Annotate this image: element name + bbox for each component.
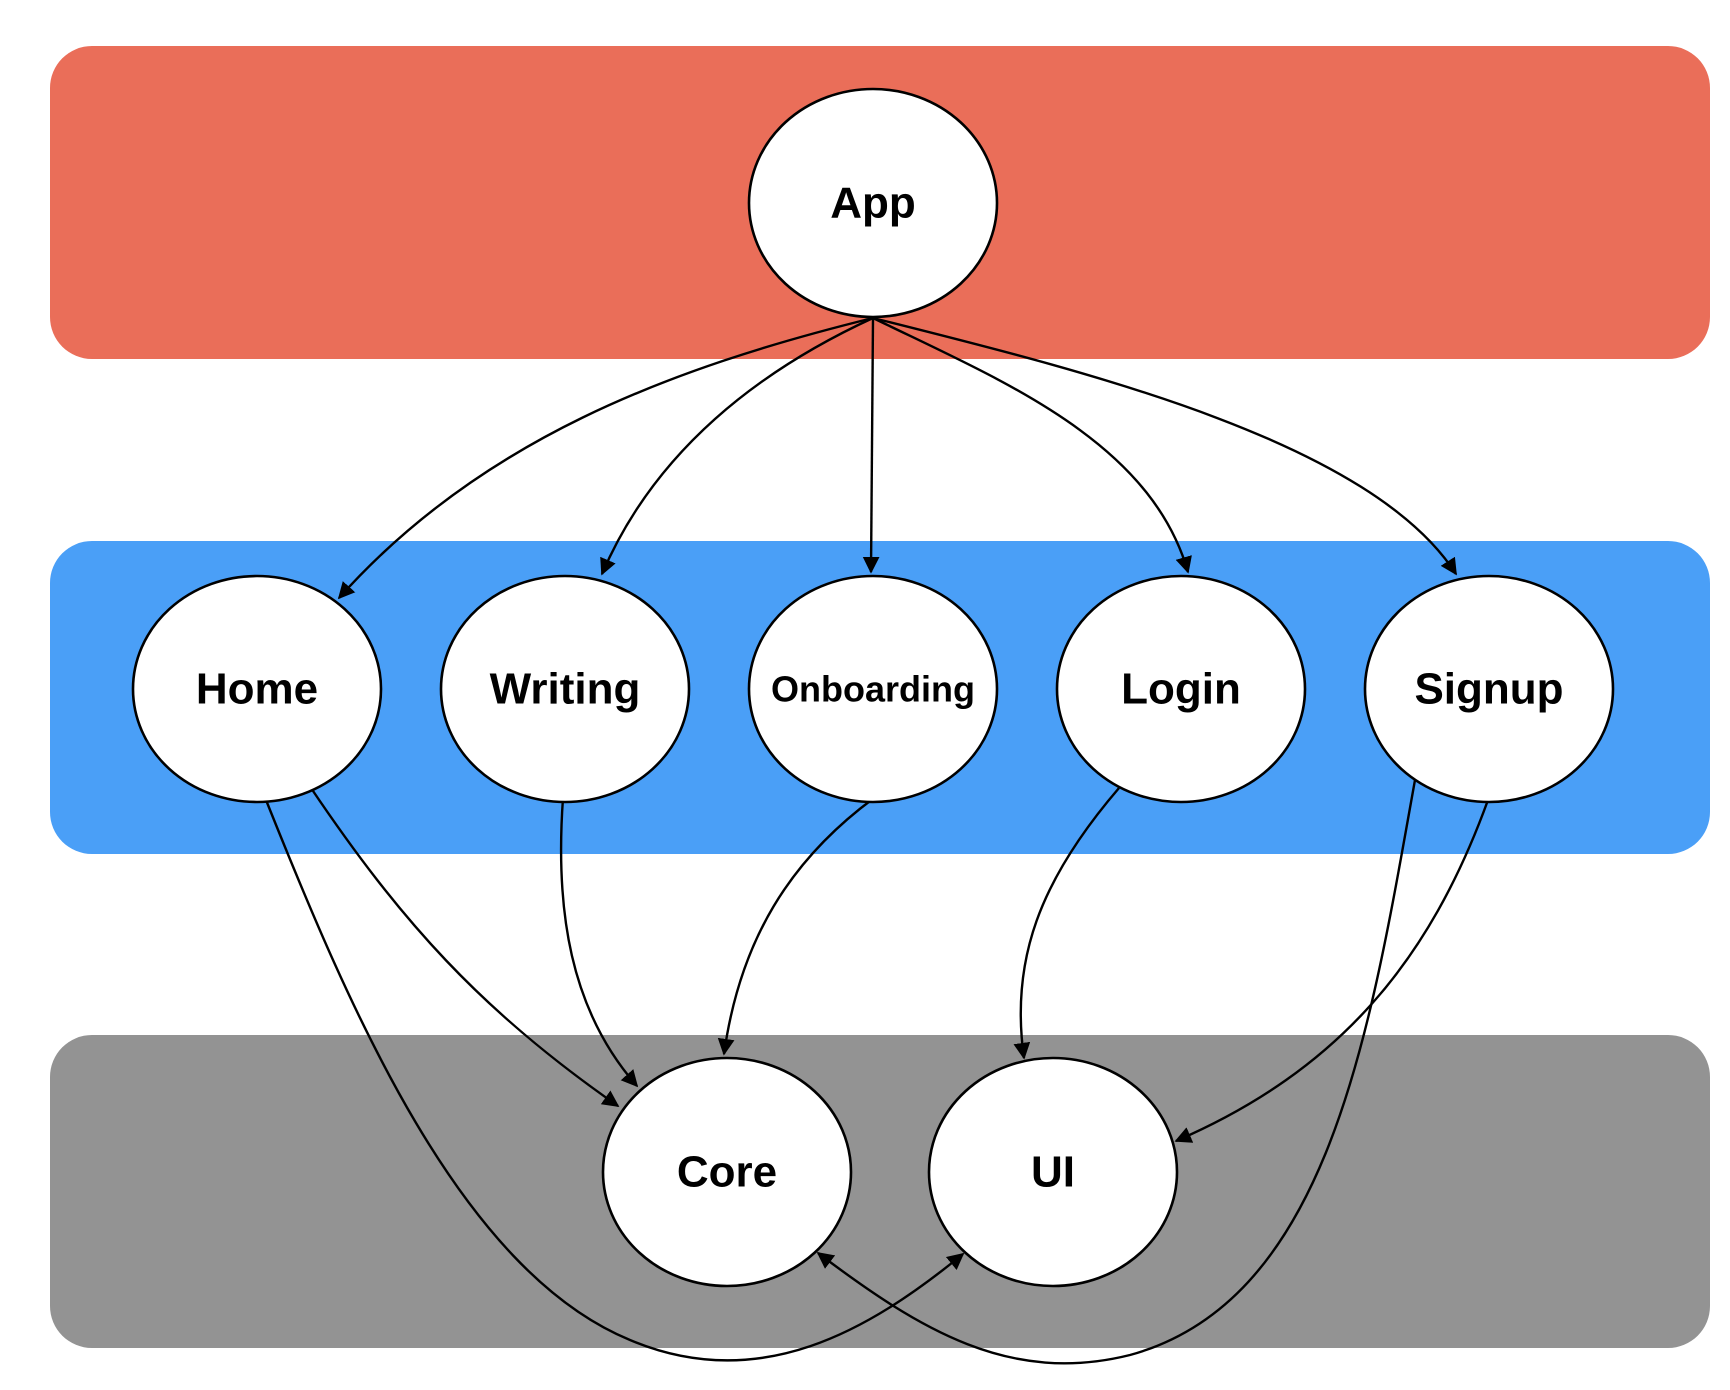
node-core: Core <box>601 1056 853 1288</box>
node-signup: Signup <box>1363 574 1615 804</box>
node-writing-label: Writing <box>490 665 641 714</box>
node-core-ellipse <box>601 1056 853 1288</box>
node-onboarding-label: Onboarding <box>771 669 975 710</box>
edge-app-signup <box>872 316 1458 576</box>
node-ui: UI <box>927 1056 1179 1288</box>
node-ui-ellipse <box>927 1056 1179 1288</box>
edge-home-core <box>310 787 620 1107</box>
node-home-ellipse <box>131 574 383 804</box>
node-app-ellipse <box>747 87 999 319</box>
node-ui-label: UI <box>1031 1148 1075 1197</box>
node-writing-ellipse <box>439 574 691 804</box>
node-writing: Writing <box>439 574 691 804</box>
node-login-label: Login <box>1121 665 1241 714</box>
node-login: Login <box>1055 574 1307 804</box>
edge-signup-core <box>816 779 1417 1365</box>
node-core-label: Core <box>677 1148 777 1197</box>
edge-app-onboarding <box>862 317 880 574</box>
node-app: App <box>747 87 999 319</box>
edge-onboarding-core <box>717 797 875 1056</box>
node-home-label: Home <box>196 665 318 714</box>
edge-writing-core <box>559 797 639 1088</box>
edge-app-writing <box>600 316 874 576</box>
edge-app-home <box>337 316 874 600</box>
node-app-label: App <box>830 179 916 228</box>
node-onboarding: Onboarding <box>747 574 999 804</box>
edge-app-login <box>872 316 1192 574</box>
edge-home-ui <box>264 799 965 1362</box>
edge-login-ui <box>1013 787 1120 1060</box>
edges <box>264 316 1490 1365</box>
node-signup-ellipse <box>1363 574 1615 804</box>
node-home: Home <box>131 574 383 804</box>
node-onboarding-ellipse <box>747 574 999 804</box>
node-login-ellipse <box>1055 574 1307 804</box>
base-layer-band <box>50 1035 1710 1348</box>
node-signup-label: Signup <box>1414 665 1563 714</box>
